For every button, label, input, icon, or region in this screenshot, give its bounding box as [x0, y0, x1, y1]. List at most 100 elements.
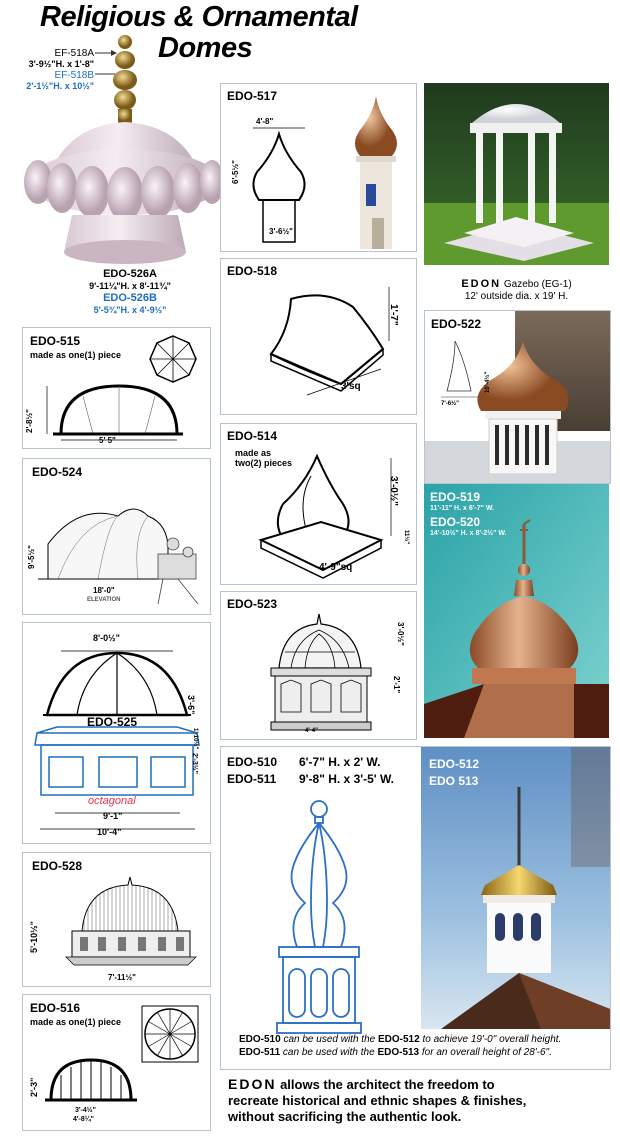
- gazebo-name: Gazebo (EG-1): [503, 279, 572, 290]
- edo-511-size: 9'-8" H. x 3'-5' W.: [299, 772, 394, 786]
- edo-522-photo: [425, 311, 610, 483]
- edo-517-height: 6'-5½": [231, 160, 240, 184]
- edo-528-panel: EDO-528 5'-10½" 7'-11½": [22, 852, 211, 987]
- combination-notes: EDO-510 can be used with the EDO-512 to …: [239, 1033, 609, 1059]
- finial-labels: EF-518A 3'-9½"H. x 1'-8" EF-518B 2'-1½"H…: [4, 48, 94, 92]
- footer-brand: EDON: [228, 1076, 277, 1092]
- edo-515-panel: EDO-515 made as one(1) piece 2'-8½" 5' 5…: [22, 327, 211, 449]
- edo-522-height: 10'-4½": [485, 371, 491, 393]
- edo-517-drawing: [252, 127, 306, 243]
- edo-524-view: ELEVATION: [87, 597, 121, 603]
- edo-524-width: 18'-0": [93, 586, 115, 595]
- edo-512-code: EDO-512: [429, 757, 480, 771]
- edo-528-height: 5'-10½": [29, 921, 39, 953]
- edo-516-height: 2'-3": [29, 1077, 39, 1097]
- gazebo-panel: [424, 83, 609, 278]
- edo-526a-code: EDO-526A: [103, 268, 157, 280]
- edo-514-code: EDO-514: [227, 429, 278, 443]
- finial-arrows: [95, 48, 120, 80]
- footer-line3: without sacrificing the authentic look.: [228, 1109, 462, 1124]
- finial-b-size: 2'-1½"H. x 10½": [26, 81, 94, 91]
- edo-526-dome-image: [14, 30, 224, 272]
- edo-517-width: 4'-8": [256, 117, 274, 126]
- edo-525-width2: 10'-4": [97, 827, 122, 837]
- note-1-code2: EDO-512: [377, 1034, 420, 1045]
- edo-524-height: 9'-5½": [27, 545, 36, 569]
- edo-514-height: 3'-0½": [388, 476, 399, 506]
- edo-514-panel: EDO-514 made as two(2) pieces 3'-0½" 11½…: [220, 423, 417, 585]
- edo-514-base: 4'-9"sq: [319, 562, 353, 573]
- edo-513-code: EDO 513: [429, 774, 479, 788]
- edo-524-drawing: [38, 508, 199, 605]
- edo-514-drawing: [258, 453, 392, 579]
- edo-516-note: made as one(1) piece: [30, 1017, 122, 1027]
- edo-518-base: 3'sq: [341, 381, 361, 392]
- edo-524-code: EDO-524: [32, 465, 83, 479]
- finial-a-size: 3'-9½"H. x 1'-8": [28, 59, 94, 69]
- edo-514-base-height: 11½": [403, 530, 409, 545]
- edo-516-width1: 3'-4½": [75, 1107, 96, 1114]
- gazebo-caption: EDON Gazebo (EG-1) 12' outside dia. x 19…: [424, 278, 609, 303]
- edo-515-code: EDO-515: [30, 334, 81, 348]
- footer-text: EDON allows the architect the freedom to…: [228, 1076, 613, 1125]
- edo-523-height: 3'-0½": [396, 622, 405, 646]
- edo-522-width: 7'-6½": [441, 401, 459, 407]
- edo-525-height: 3'-6": [186, 695, 196, 715]
- edo-510-panel: EDO-510 6'-7" H. x 2' W. EDO-511 9'-8" H…: [220, 746, 611, 1070]
- edo-516-panel: EDO-516 made as one(1) piece 2'-3" 3'-4½…: [22, 994, 211, 1131]
- footer-line1: EDON allows the architect the freedom to: [228, 1076, 613, 1093]
- gazebo-brand: EDON: [461, 278, 502, 290]
- edo-525-panel: 8'-0½" 3'-6" EDO-525 1'-10½" 2'-3½" octa…: [22, 622, 211, 844]
- edo-517-panel: EDO-517 4'-8" 6'-5½" 3'-6½": [220, 83, 417, 252]
- edo-512-photo: [421, 747, 610, 1029]
- edo-510-code: EDO-510: [227, 755, 278, 769]
- edo-525-base-h1: 1'-10½": [192, 728, 198, 750]
- note-1-end: to achieve 19'-0" overall height.: [419, 1034, 562, 1045]
- edo-518-code: EDO-518: [227, 264, 278, 278]
- edo-516-drawing: [45, 1058, 137, 1102]
- edo-518-panel: EDO-518 1'-7" 3'sq: [220, 258, 417, 415]
- footer-line2: recreate historical and ethnic shapes & …: [228, 1093, 527, 1108]
- page-title-line2: Domes: [158, 32, 253, 64]
- edo-525-top-width: 8'-0½": [93, 633, 120, 643]
- edo-523-drawing: [270, 613, 372, 731]
- edo-511-code: EDO-511: [227, 772, 277, 786]
- edo-523-code: EDO-523: [227, 597, 278, 611]
- octagon-plan-icon: [149, 335, 197, 383]
- edo-525-base-drawing: [34, 726, 200, 796]
- edo-525-dim-lines: [40, 812, 195, 830]
- edo-510-drawing: [276, 800, 362, 1034]
- edo-515-drawing: [46, 384, 183, 441]
- edo-520-size: 14'-10½" H. x 8'-2½" W.: [430, 530, 507, 537]
- edo-519-photo: [424, 484, 609, 738]
- edo-525-code: EDO-525: [87, 715, 138, 729]
- edo-518-drawing: [269, 287, 390, 396]
- edo-526a-size: 9'-11¼"H. x 8'-11¾": [89, 281, 171, 291]
- edo-528-code: EDO-528: [32, 859, 83, 873]
- edo-528-width: 7'-11½": [108, 973, 136, 982]
- edo-517-base: 3'-6½": [269, 227, 293, 236]
- gazebo-photo: [424, 83, 609, 265]
- edo-526-labels: EDO-526A 9'-11¼"H. x 8'-11¾" EDO-526B 5'…: [30, 268, 230, 316]
- edo-525-dome-drawing: [43, 650, 191, 717]
- edo-510-size: 6'-7" H. x 2' W.: [299, 755, 381, 769]
- edo-515-note: made as one(1) piece: [30, 350, 122, 360]
- edo-525-shape: octagonal: [88, 795, 136, 807]
- edo-517-minaret-photo: [355, 96, 397, 249]
- edo-528-drawing: [65, 876, 197, 966]
- edo-512-photo-wrap: EDO-512 EDO 513: [421, 747, 610, 1029]
- edo-515-width: 5' 5": [99, 436, 116, 445]
- finial-a-code: EF-518A: [54, 48, 94, 59]
- gazebo-size: 12' outside dia. x 19' H.: [464, 291, 569, 302]
- edo-514-note: made as two(2) pieces: [235, 448, 293, 468]
- edo-524-panel: EDO-524 9'-5½" 18'-0" ELEVATION: [22, 458, 211, 615]
- finial-b-code: EF-518B: [54, 70, 94, 81]
- edo-523-panel: EDO-523 3'-0½" 2'-1" 4'-4": [220, 591, 417, 740]
- note-2-end: for an overall height of 28'-6".: [419, 1047, 552, 1058]
- edo-526b-size: 5'-5¾"H. x 4'-9½": [93, 305, 167, 315]
- edo-519-code: EDO-519: [430, 490, 481, 504]
- edo-518-height: 1'-7": [388, 304, 399, 326]
- edo-515-height: 2'-8½": [25, 409, 34, 433]
- edo-522-code: EDO-522: [431, 317, 482, 331]
- edo-526b-code: EDO-526B: [103, 292, 157, 304]
